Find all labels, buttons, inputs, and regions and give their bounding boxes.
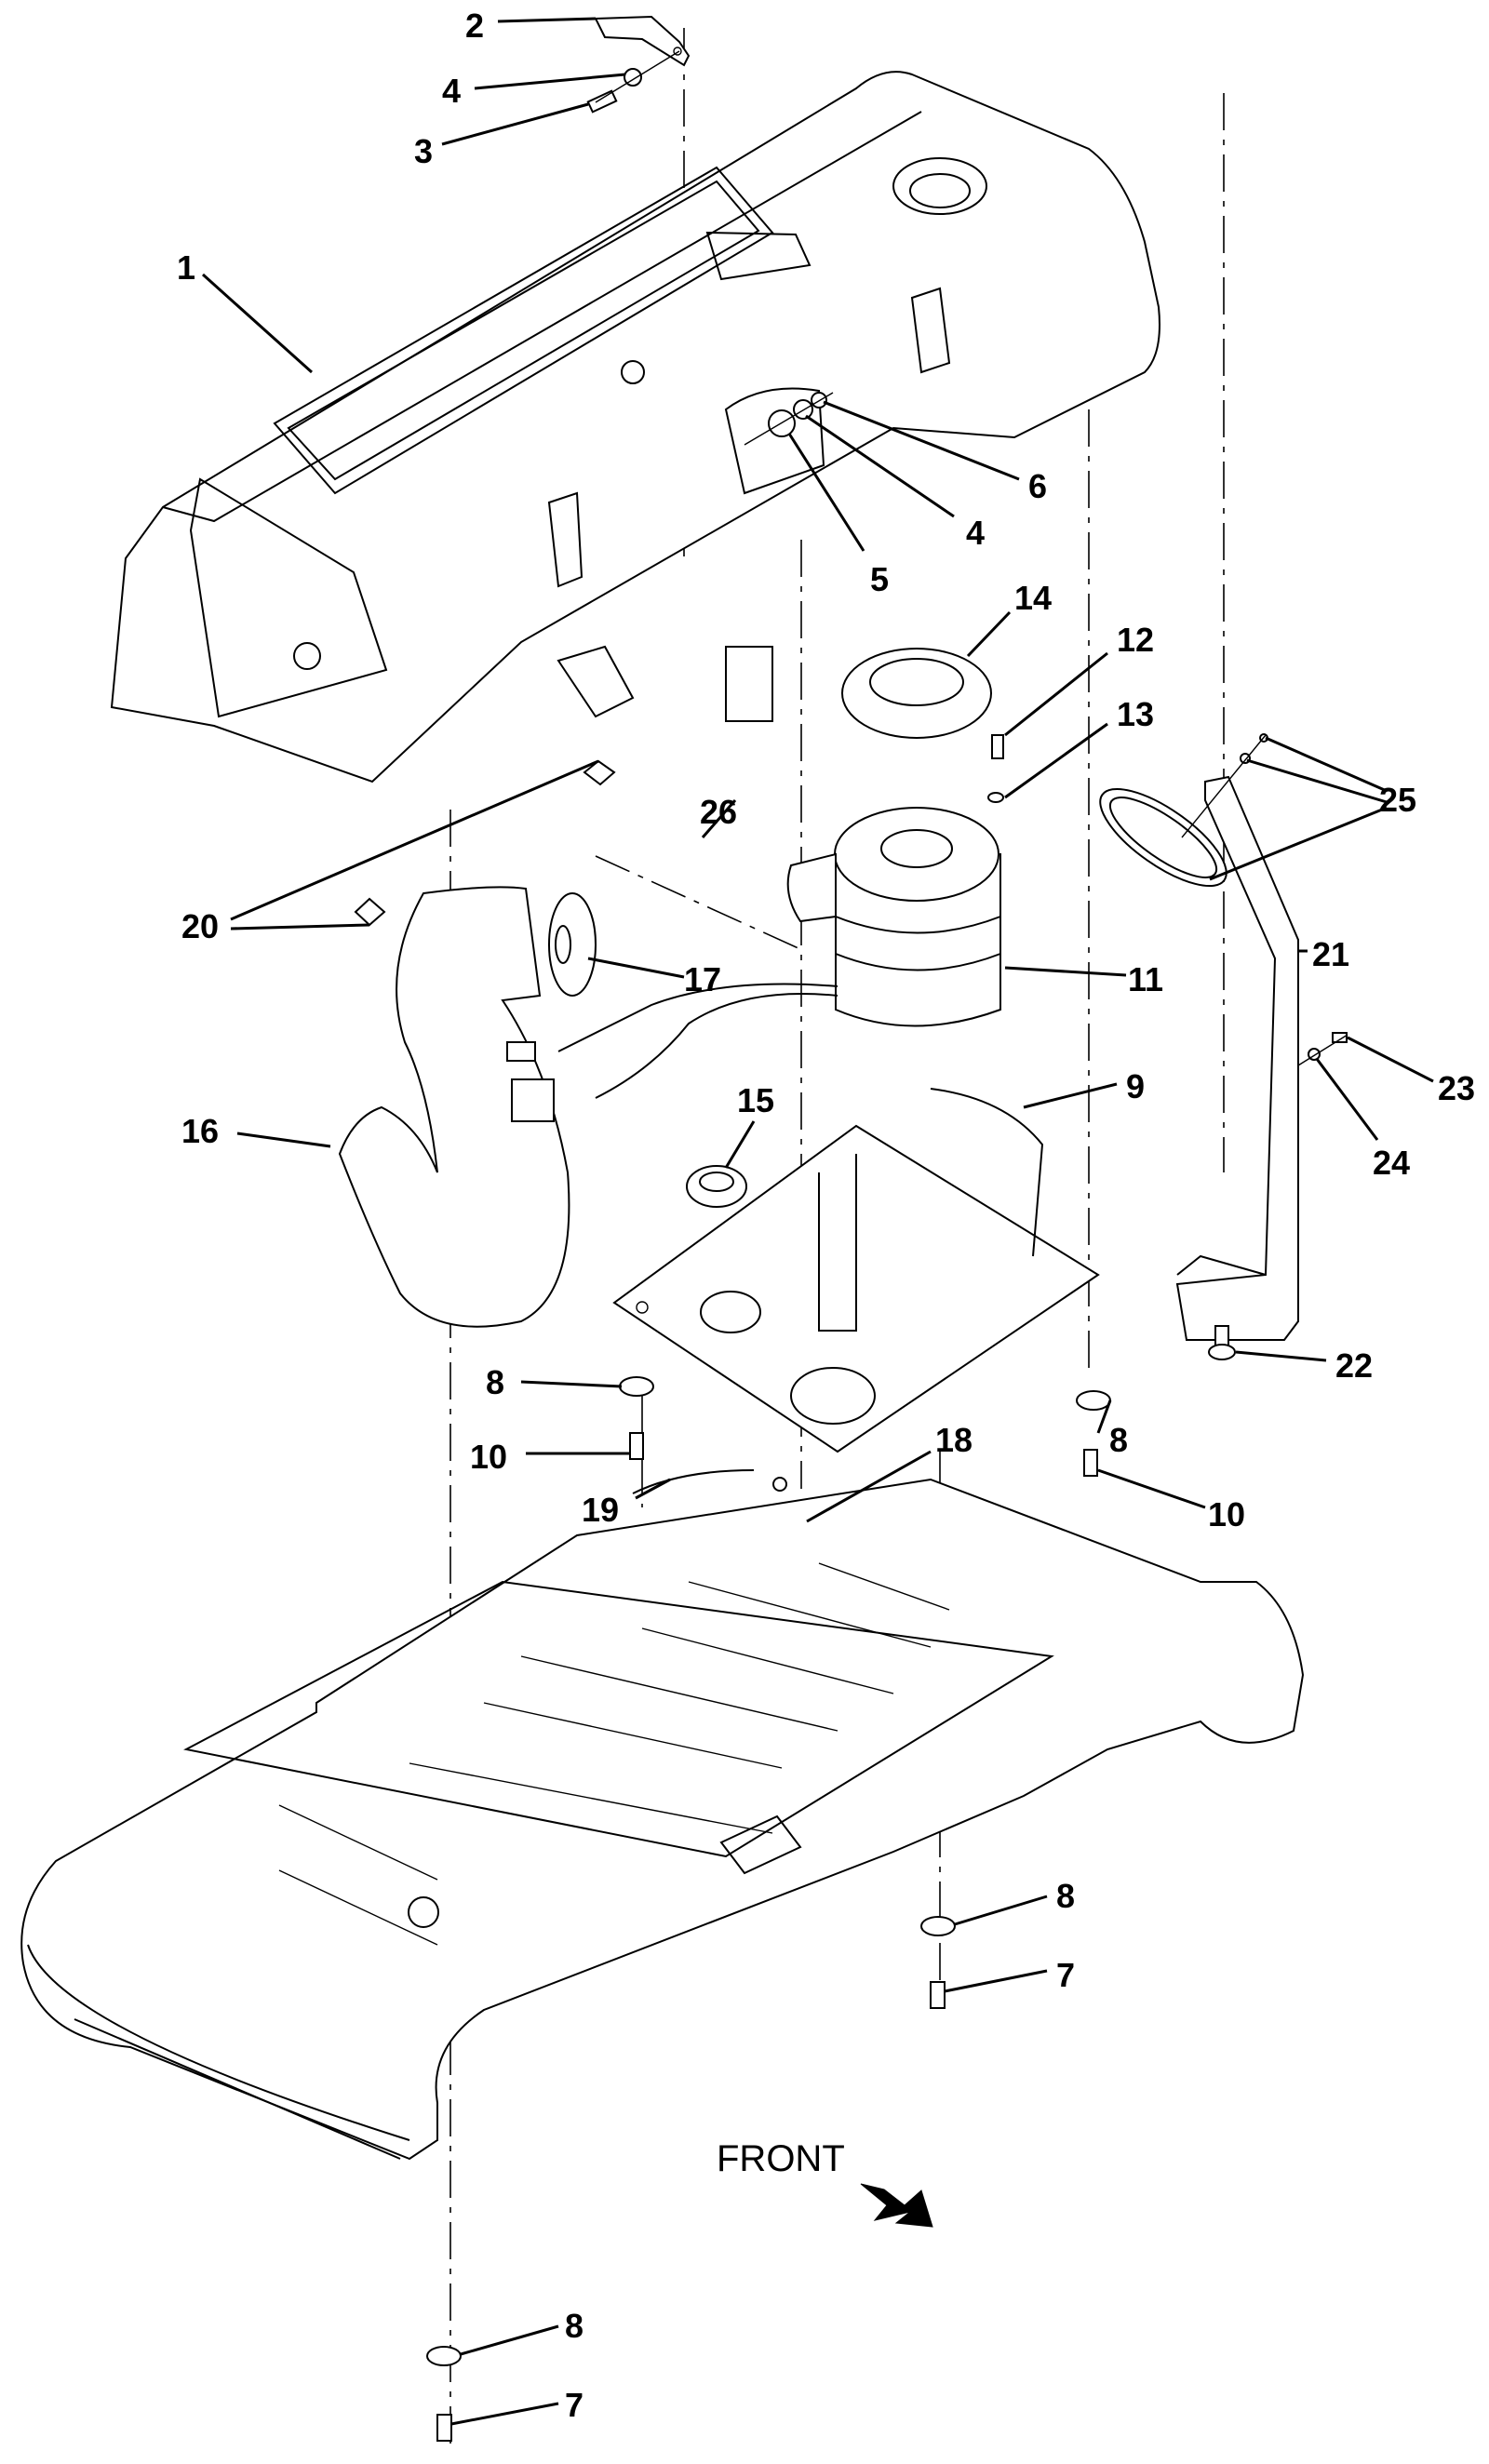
nut-part-6[interactable] <box>811 392 827 408</box>
pad-part-20-lower[interactable] <box>354 897 386 927</box>
callout-7: 7 <box>1056 1956 1075 1994</box>
screw-part-12[interactable] <box>991 734 1004 759</box>
hose-gasket-part-17[interactable] <box>548 892 597 997</box>
callout-4: 4 <box>442 72 461 110</box>
callout-leader-lines <box>201 17 1434 2426</box>
bolt-part-22[interactable] <box>1208 1325 1236 1360</box>
callout-labels: 2 4 3 1 6 4 5 14 12 13 26 25 20 17 11 21… <box>177 7 1475 2424</box>
callout-18: 18 <box>935 1421 973 1459</box>
washer-part-8-lower-right[interactable] <box>920 1916 956 1936</box>
callout-14: 14 <box>1014 579 1052 617</box>
upper-shroud-housing[interactable] <box>110 71 1160 783</box>
screw-part-3[interactable] <box>586 89 618 114</box>
callout-10: 10 <box>1208 1495 1245 1533</box>
callout-9: 9 <box>1126 1067 1145 1105</box>
label-part-26[interactable] <box>725 646 773 722</box>
callout-20: 20 <box>181 907 219 945</box>
callout-23: 23 <box>1438 1069 1475 1107</box>
callout-26: 26 <box>700 793 737 831</box>
grommet-part-15[interactable] <box>686 1165 747 1208</box>
motor-mounting-plate-part-9[interactable] <box>612 1088 1100 1453</box>
callout-15: 15 <box>737 1081 774 1119</box>
callout-4: 4 <box>966 514 985 552</box>
washer-part-8-bottom[interactable] <box>426 2346 462 2366</box>
callout-17: 17 <box>684 960 721 998</box>
callout-24: 24 <box>1373 1144 1410 1182</box>
bracket-part-2[interactable] <box>594 15 691 67</box>
callout-19: 19 <box>582 1491 619 1529</box>
front-orientation-label: FRONT <box>717 2138 845 2179</box>
washer-part-13[interactable] <box>987 792 1004 803</box>
callout-12: 12 <box>1117 621 1154 659</box>
callout-8: 8 <box>565 2307 584 2345</box>
callout-3: 3 <box>414 132 433 170</box>
callout-8: 8 <box>1056 1877 1075 1915</box>
gasket-ring-part-14[interactable] <box>841 648 992 739</box>
callout-22: 22 <box>1335 1346 1373 1385</box>
washer-part-4-side[interactable] <box>793 399 813 420</box>
lower-chassis-deck[interactable] <box>20 1478 1305 2161</box>
washer-part-8-left[interactable] <box>619 1376 654 1397</box>
callout-25: 25 <box>1379 781 1416 819</box>
washer-part-8-right[interactable] <box>1076 1390 1111 1411</box>
bolt-part-7-bottom[interactable] <box>436 2414 452 2442</box>
deck-vent-slots <box>278 1562 950 1946</box>
callout-16: 16 <box>181 1112 219 1150</box>
ground-wire-part-19[interactable] <box>632 1469 787 1494</box>
screw-part-23[interactable] <box>1332 1032 1348 1043</box>
callout-2: 2 <box>465 7 484 45</box>
vacuum-motor-part-11[interactable] <box>786 807 1001 1027</box>
front-direction-arrow-icon <box>860 2183 933 2228</box>
callout-21: 21 <box>1312 935 1349 973</box>
callout-6: 6 <box>1028 467 1047 505</box>
mirror-assembly-part-25[interactable] <box>1086 733 1268 903</box>
callout-10: 10 <box>470 1438 507 1476</box>
callout-11: 11 <box>1128 960 1163 998</box>
pad-part-20-upper[interactable] <box>583 759 616 786</box>
callout-7: 7 <box>565 2386 584 2424</box>
callout-1: 1 <box>177 248 195 287</box>
motor-wiring-harness <box>506 983 838 1122</box>
callout-13: 13 <box>1117 695 1154 733</box>
bolt-part-7-lower-right[interactable] <box>930 1981 946 2009</box>
bolt-part-10-left[interactable] <box>629 1432 644 1460</box>
callout-5: 5 <box>870 560 889 598</box>
callout-8: 8 <box>1109 1421 1128 1459</box>
mirror-bracket-part-21[interactable] <box>1175 775 1299 1341</box>
bolt-part-10-right[interactable] <box>1083 1449 1098 1477</box>
callout-8: 8 <box>486 1363 504 1401</box>
